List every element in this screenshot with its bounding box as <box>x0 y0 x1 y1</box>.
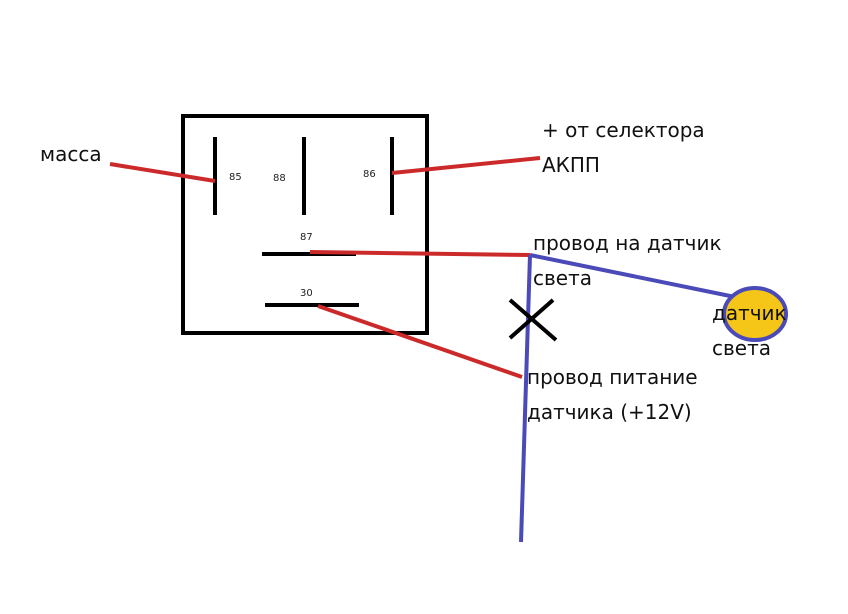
sensor-wire-label-line2: света <box>533 266 592 290</box>
power-wire-label-line2: датчика (+12V) <box>527 400 692 424</box>
sensor-wire-label-line1: провод на датчик <box>533 231 722 255</box>
pin-87-label: 87 <box>300 232 313 243</box>
light-sensor <box>722 286 788 342</box>
selector-label-line2: АКПП <box>542 153 600 177</box>
sensor-power-wire <box>317 304 523 379</box>
relay-body <box>181 114 429 335</box>
pin-86-label: 86 <box>363 169 376 180</box>
pin-85-label: 85 <box>229 172 242 183</box>
cut-mark-stroke-2 <box>508 298 555 340</box>
power-wire-label-line1: провод питание <box>527 365 698 389</box>
selector-wire <box>391 156 541 175</box>
sensor-label-line2: света <box>712 336 771 360</box>
pin-88-label: 88 <box>273 173 286 184</box>
ground-label: масса <box>40 142 102 166</box>
sensor-signal-wire <box>309 250 531 257</box>
ground-wire <box>109 162 216 183</box>
selector-label-line1: + от селектора <box>542 118 705 142</box>
pin-30-label: 30 <box>300 288 313 299</box>
original-blue-wire <box>519 254 532 543</box>
sensor-label-line1: датчик <box>712 301 787 325</box>
sensor-blue-wire <box>529 253 736 299</box>
